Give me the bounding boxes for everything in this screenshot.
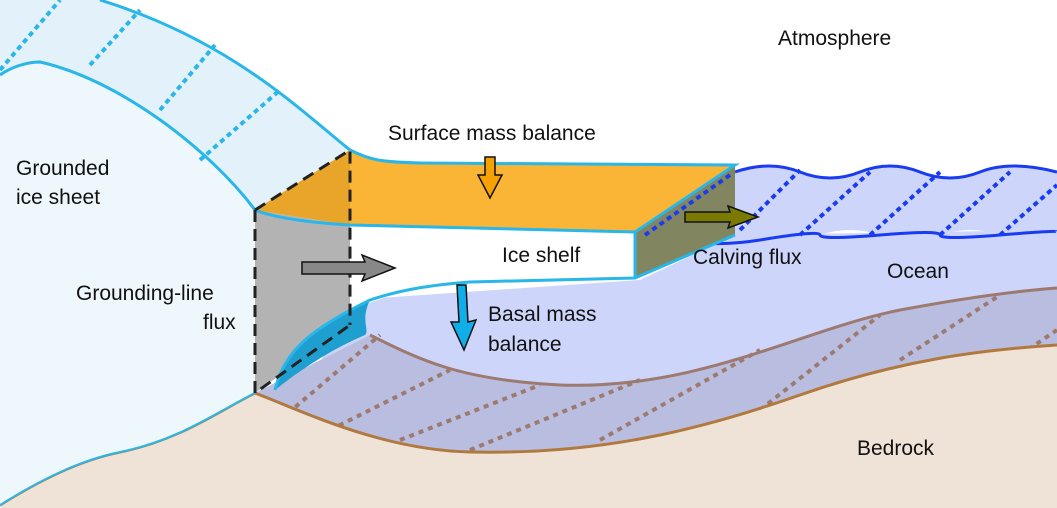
bedrock-label: Bedrock	[857, 437, 935, 460]
ice-sheet-upper-band	[0, 0, 350, 210]
ice-shelf-label: Ice shelf	[502, 244, 580, 267]
bedrock-region	[0, 345, 1057, 508]
ice-shelf-front	[350, 225, 635, 310]
calving-flux-arrow	[684, 204, 761, 230]
ice-sheet-surface	[99, 0, 351, 152]
grounding-line-flux-label-line1: Grounding-line	[76, 282, 214, 305]
ice-shelf-top-face-left	[255, 150, 350, 225]
ice-sheet-base-line	[0, 392, 256, 506]
basal-mass-balance-arrow	[449, 284, 478, 352]
ice-shelf-top-face	[255, 150, 735, 232]
sediment-line	[369, 286, 1057, 387]
wave-top	[734, 164, 1057, 180]
atmosphere-label: Atmosphere	[778, 27, 891, 50]
basal-wedge	[275, 300, 370, 390]
ocean-hatching	[738, 168, 1057, 237]
ice-sheet-inner-line	[0, 60, 257, 211]
grounding-line-flux-label-line2: flux	[203, 311, 236, 334]
wave-bottom	[639, 229, 1057, 246]
grounded-ice-sheet-label-line1: Grounded	[16, 157, 109, 180]
grounding-line-flux-arrow	[301, 253, 398, 283]
sediment-hatching	[278, 293, 1057, 452]
grounding-line-block	[255, 210, 350, 393]
surface-mass-balance-label: Surface mass balance	[388, 122, 596, 145]
ocean-surface-band	[735, 166, 1057, 242]
ice-sheet-hatching	[0, 0, 282, 162]
ocean-label: Ocean	[887, 260, 949, 283]
ice-shelf-base-line	[273, 233, 736, 391]
grounded-ice-sheet-label-line2: ice sheet	[16, 186, 100, 209]
basal-mass-balance-label-line1: Basal mass	[488, 303, 597, 326]
surface-mass-balance-arrow	[476, 156, 504, 200]
basal-mass-balance-label-line2: balance	[488, 333, 562, 356]
calving-flux-label: Calving flux	[693, 246, 802, 269]
